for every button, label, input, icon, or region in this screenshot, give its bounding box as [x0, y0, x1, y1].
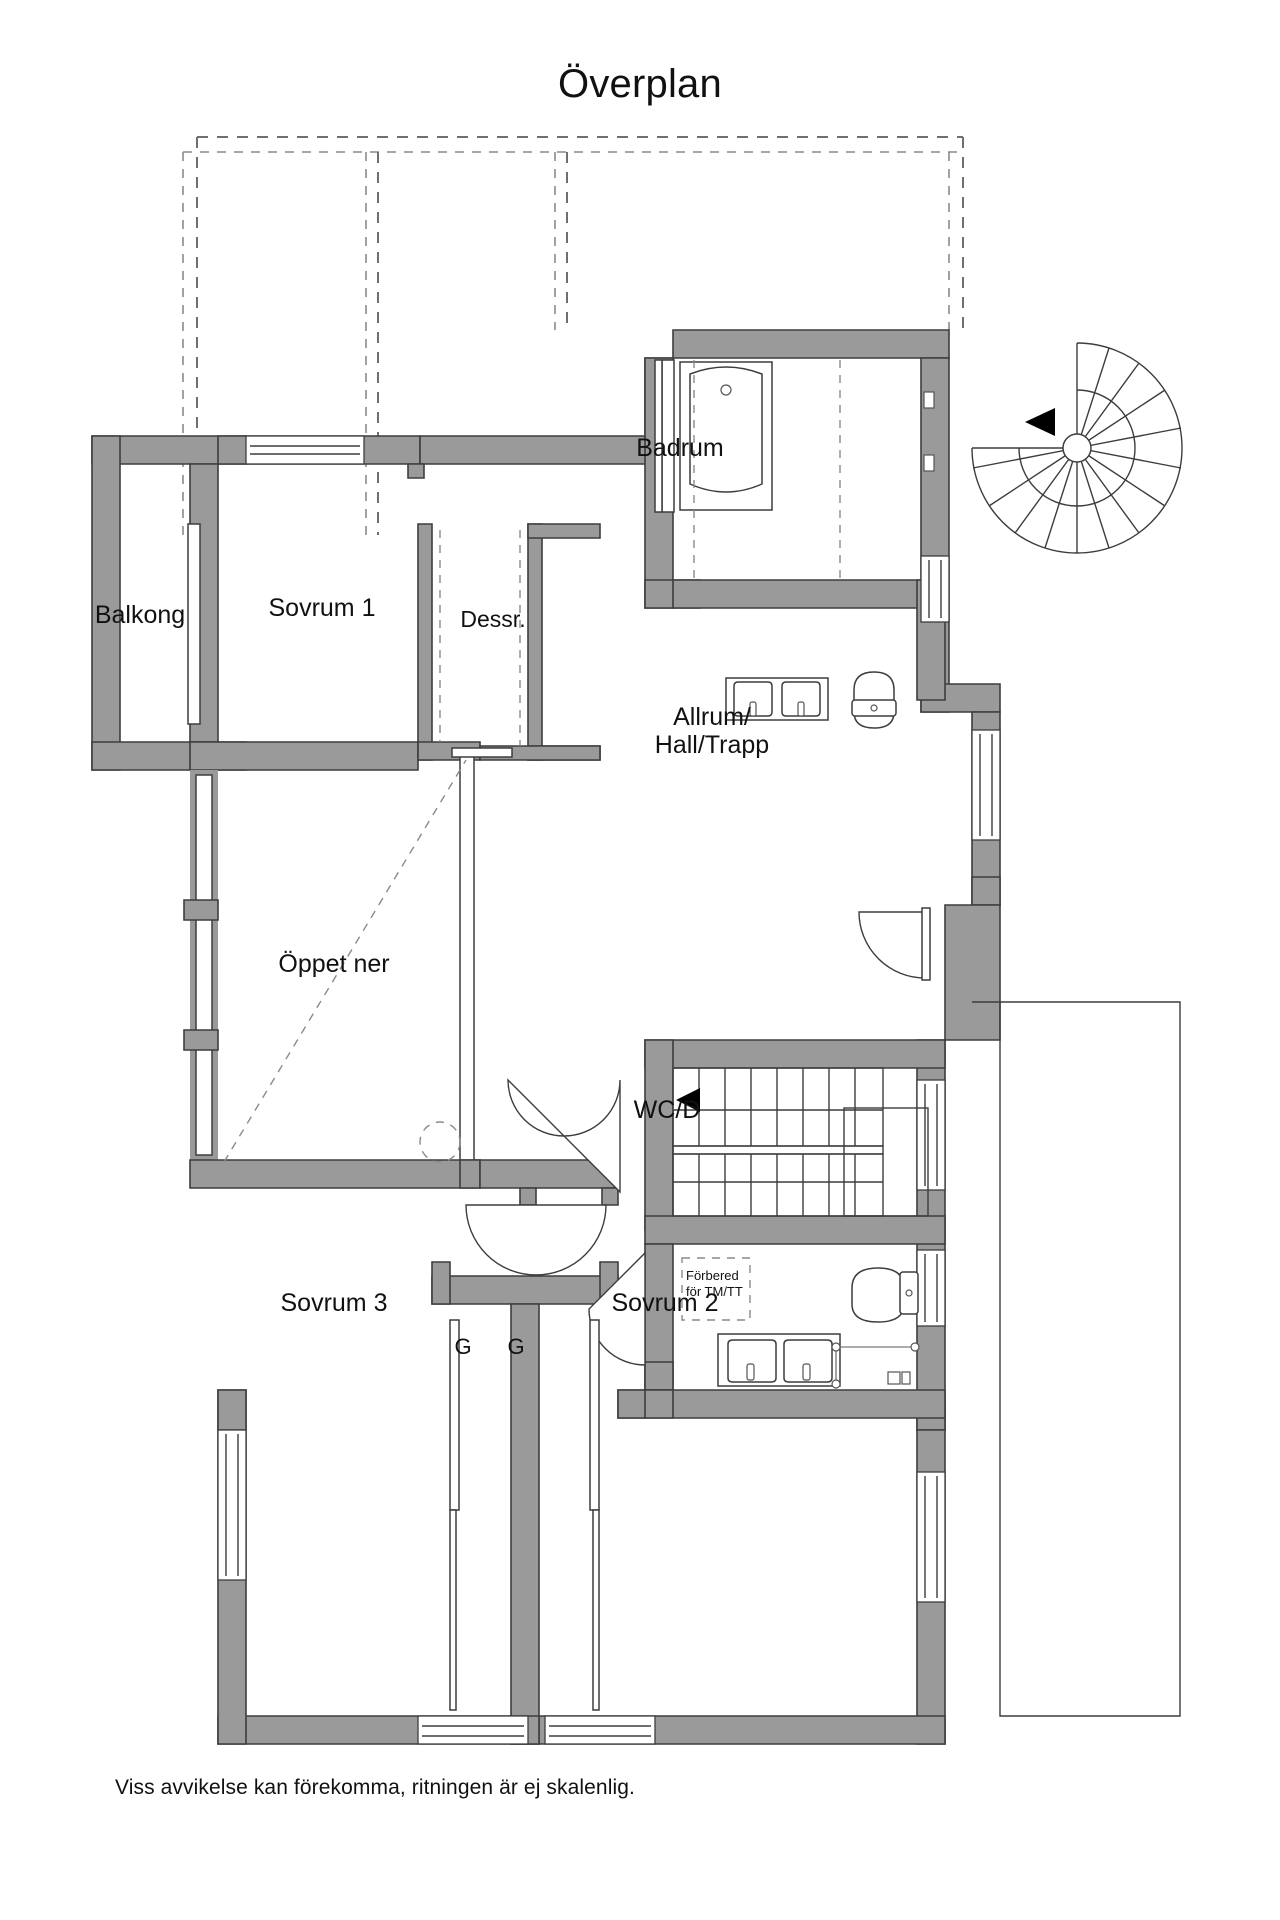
open-to-below-circle: [419, 1121, 461, 1163]
spiral-staircase: [971, 342, 1183, 1717]
room-label-wcd: WC/D: [634, 1096, 701, 1124]
room-label-sovrum-3: Sovrum 3: [281, 1289, 388, 1317]
door-threshold-oppet-ner: [451, 747, 513, 758]
roof-overhang-outline: [182, 136, 964, 535]
interior-walls: [183, 523, 946, 1745]
closet-label-g-2: G: [507, 1334, 524, 1359]
double-sink-wcd: [717, 1333, 841, 1387]
windows: [217, 435, 1001, 1745]
door-allrum: [858, 907, 931, 981]
disclaimer-note: Viss avvikelse kan förekomma, ritningen …: [115, 1776, 635, 1799]
wall-fixtures-badrum: [923, 391, 935, 472]
room-label-balkong: Balkong: [95, 601, 185, 629]
room-label-sovrum-1: Sovrum 1: [269, 594, 376, 622]
room-label-allrum-line2: Hall/Trapp: [655, 731, 769, 759]
door-wcd-lower: [507, 1078, 621, 1194]
laundry-prep-box: Förbered för TM/TT: [681, 1257, 751, 1321]
double-sink-badrum: [725, 677, 829, 721]
room-label-oppet-ner: Öppet ner: [278, 950, 389, 978]
door-to-wcd: [588, 1251, 646, 1366]
room-label-badrum: Badrum: [636, 434, 724, 462]
page-title: Överplan: [558, 62, 722, 106]
toilet-wcd: [851, 1267, 919, 1323]
room-label-allrum-line1: Allrum/: [673, 703, 751, 731]
balcony-rail: [187, 523, 201, 725]
wardrobe-doors: [449, 1319, 600, 1711]
laundry-prep-line1: Förbered: [686, 1268, 739, 1283]
straight-staircase: [672, 1067, 929, 1217]
open-to-below-diagonal: [223, 759, 467, 1163]
room-label-dessr: Dessr.: [460, 606, 525, 632]
toilet-badrum: [851, 671, 897, 729]
shower-wcd: [831, 1342, 920, 1389]
bathtub: [679, 361, 773, 511]
shower-screen-badrum: [654, 359, 675, 513]
door-hall-to-sovrum3: [465, 1204, 607, 1276]
closet-label-g-1: G: [454, 1334, 471, 1359]
laundry-prep-line2: för TM/TT: [686, 1284, 743, 1299]
room-label-sovrum-2: Sovrum 2: [612, 1289, 719, 1317]
